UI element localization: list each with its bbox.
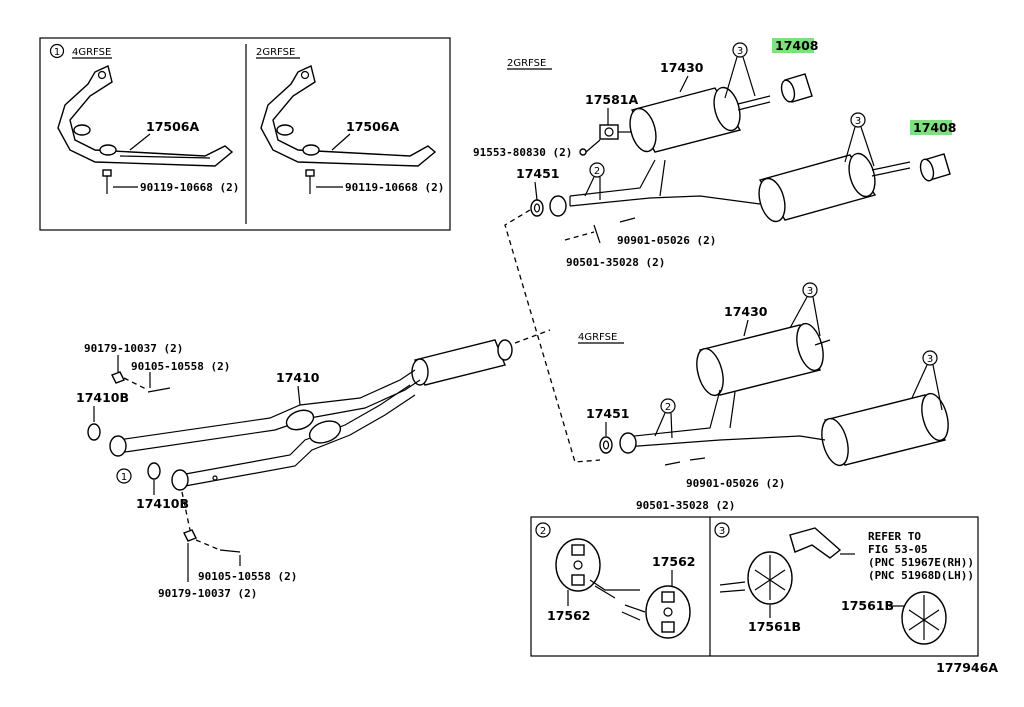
bracket-left-drawing (57, 65, 234, 167)
part-90179-bottom: 90179-10037 (2) (158, 587, 257, 600)
bracket-inset: 1 4GRFSE 2GRFSE 17506A 90119-10668 (2) 1… (39, 37, 451, 231)
gasket-front-upper-drawing (87, 423, 101, 441)
engine-4gr-label: 4GRFSE (72, 47, 111, 58)
engine-2gr-label: 2GRFSE (256, 47, 295, 58)
lower-assembly-4gr: 4GRFSE 17430 3 3 17451 2 (578, 282, 949, 512)
highlight-17408-lower (910, 120, 952, 135)
part-17506a-right: 17506A (346, 119, 399, 134)
sensor-drawing (599, 124, 632, 140)
part-17408-lower: 17408 (913, 120, 957, 135)
part-17562-a: 17562 (547, 608, 591, 623)
bracket-right-drawing (260, 65, 437, 167)
part-17410b-upper: 17410B (76, 390, 129, 405)
part-17430-upper: 17430 (660, 60, 704, 75)
front-pipe-assembly: 17410 90179-10037 (2) 90105-10558 (2) 17… (76, 339, 513, 600)
part-90105-top: 90105-10558 (2) (131, 360, 230, 373)
callout-3-mid-a: 3 (807, 286, 813, 297)
part-17410: 17410 (276, 370, 320, 385)
gasket-mid-drawing (599, 436, 613, 454)
part-90105-bottom: 90105-10558 (2) (198, 570, 297, 583)
part-90901-upper: 90901-05026 (2) (617, 234, 716, 247)
part-17561b-b: 17561B (841, 598, 894, 613)
muffler-mid-rear-drawing (821, 392, 949, 467)
gasket-front-lower-drawing (147, 462, 161, 480)
muffler-upper-rear-drawing (758, 152, 911, 223)
upper-assembly-2gr: 2GRFSE 17408 17408 17430 3 (473, 38, 957, 269)
part-17451-upper: 17451 (516, 166, 560, 181)
part-17561b-a: 17561B (748, 619, 801, 634)
variant-2gr-label: 2GRFSE (507, 58, 546, 69)
bolt-right-drawing (305, 169, 315, 194)
part-90119-right: 90119-10668 (2) (345, 181, 444, 194)
refer-line-1: REFER TO (868, 530, 921, 543)
figure-id: 177946A (936, 660, 998, 675)
tail-tip-lower (919, 153, 951, 182)
muffler-mid-drawing (696, 322, 831, 397)
part-90501-mid: 90501-35028 (2) (636, 499, 735, 512)
part-17410b-lower: 17410B (136, 496, 189, 511)
highlight-17408-upper (772, 38, 814, 53)
hanger-17562-a-drawing (555, 538, 640, 599)
tail-tip-upper (780, 73, 813, 103)
hanger-17561b-a-drawing (719, 527, 855, 605)
part-17430-mid: 17430 (724, 304, 768, 319)
callout-1-front: 1 (121, 472, 127, 483)
callout-2-mid: 2 (665, 402, 671, 413)
front-pipe-drawing (109, 339, 513, 491)
variant-4gr-label: 4GRFSE (578, 332, 617, 343)
refer-line-2: FIG 53-05 (868, 543, 928, 556)
hanger-17562-b-drawing (621, 585, 691, 639)
part-91553: 91553-80830 (2) (473, 146, 572, 159)
part-90901-mid: 90901-05026 (2) (686, 477, 785, 490)
part-90119-left: 90119-10668 (2) (140, 181, 239, 194)
gasket-upper-drawing (530, 199, 544, 217)
part-17451-mid: 17451 (586, 406, 630, 421)
callout-2-upper: 2 (594, 166, 600, 177)
bolt-left-drawing (102, 169, 112, 194)
part-90179-top: 90179-10037 (2) (84, 342, 183, 355)
part-90501-upper: 90501-35028 (2) (566, 256, 665, 269)
ref-circle-2: 2 (540, 526, 546, 537)
refer-line-4: (PNC 51968D(LH)) (868, 569, 974, 582)
hanger-17561b-b-drawing (901, 591, 947, 645)
part-17562-b: 17562 (652, 554, 696, 569)
ref-circle-1: 1 (54, 47, 60, 58)
nut-top-drawing (111, 371, 125, 384)
part-17506a-left: 17506A (146, 119, 199, 134)
refer-line-3: (PNC 51967E(RH)) (868, 556, 974, 569)
callout-3-mid-b: 3 (927, 354, 933, 365)
hanger-inset: 2 3 17562 17562 (530, 516, 979, 657)
part-17408-upper: 17408 (775, 38, 819, 53)
ref-circle-3: 3 (719, 526, 725, 537)
callout-3-upper-a: 3 (737, 46, 743, 57)
part-17581a: 17581A (585, 92, 638, 107)
muffler-upper-drawing (629, 86, 771, 153)
nut-bottom-drawing (183, 529, 197, 542)
callout-3-upper-b: 3 (855, 116, 861, 127)
